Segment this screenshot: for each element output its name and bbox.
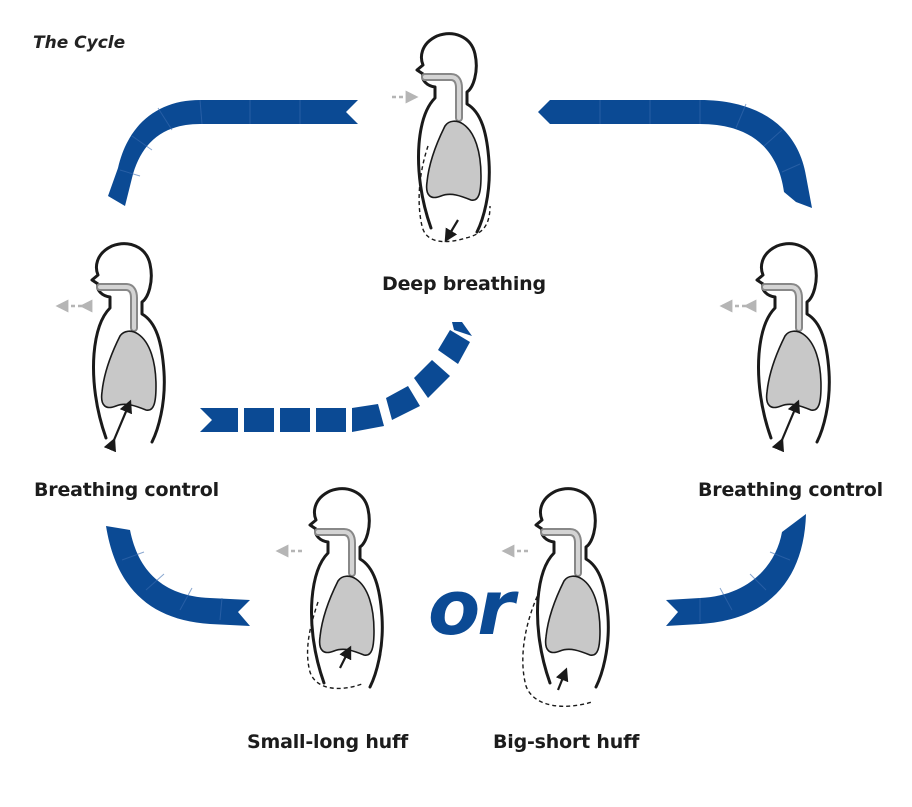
arrow-bottom-left bbox=[106, 526, 250, 626]
arrow-bottom-right bbox=[666, 514, 806, 626]
figure-big-short-huff bbox=[504, 489, 608, 707]
label-breathing-control-left: Breathing control bbox=[34, 479, 219, 501]
label-small-long-huff: Small-long huff bbox=[247, 731, 408, 753]
label-big-short-huff: Big-short huff bbox=[493, 731, 639, 753]
figure-breathing-control-left bbox=[58, 244, 164, 442]
figure-small-long-huff bbox=[278, 489, 382, 689]
figure-deep-breathing bbox=[392, 34, 490, 242]
or-connector: or bbox=[428, 570, 512, 646]
arrow-top-right bbox=[538, 100, 812, 208]
label-breathing-control-right: Breathing control bbox=[698, 479, 883, 501]
diagram-title: The Cycle bbox=[33, 33, 125, 53]
figure-breathing-control-right bbox=[722, 244, 829, 442]
arrow-top-left bbox=[108, 100, 358, 206]
arrow-segmented-middle bbox=[200, 322, 472, 432]
label-deep-breathing: Deep breathing bbox=[382, 273, 546, 295]
